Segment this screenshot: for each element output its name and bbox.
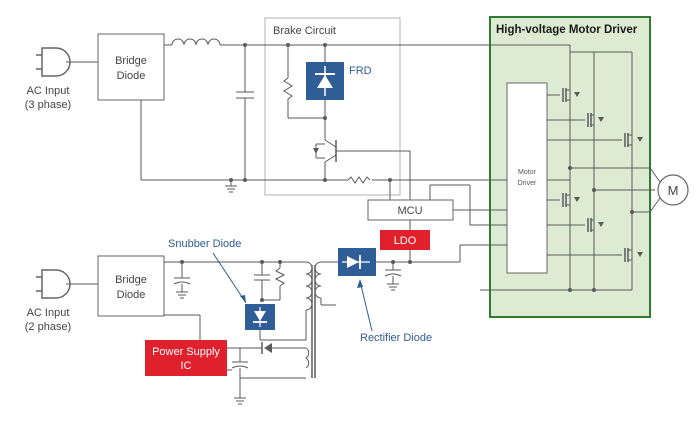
motor-driver-ic-label-line1: Motor bbox=[518, 169, 537, 176]
motor-driver-ic-label-line2: Driver bbox=[518, 180, 537, 187]
brake-circuit-title: Brake Circuit bbox=[273, 25, 336, 37]
motor-driver-region-title: High-voltage Motor Driver bbox=[496, 24, 638, 36]
motor-label: M bbox=[668, 183, 679, 198]
snubber-diode bbox=[245, 304, 275, 330]
frd-diode bbox=[306, 62, 344, 100]
sense-resistor bbox=[347, 176, 371, 184]
motor-driver-ic bbox=[506, 82, 548, 274]
mosfet-array bbox=[562, 78, 643, 262]
brake-circuit-outline bbox=[264, 17, 401, 196]
ac-plug-icon-2phase bbox=[36, 269, 98, 299]
motor-icon bbox=[657, 174, 689, 206]
bridge-diode-3phase bbox=[97, 33, 165, 101]
mcu-label: MCU bbox=[397, 205, 422, 217]
ac-input-3phase-label-line1: AC Input bbox=[27, 85, 70, 97]
gate-lines bbox=[547, 94, 622, 256]
ac-input-3phase-label-line2: (3 phase) bbox=[25, 99, 71, 111]
ac-input-2phase-label-line1: AC Input bbox=[27, 307, 70, 319]
bridge-diode-2phase-label-line1: Bridge bbox=[115, 274, 147, 286]
brake-transistor bbox=[313, 139, 345, 163]
ac-plug-icon-3phase bbox=[36, 47, 98, 77]
rectifier-diode bbox=[338, 248, 376, 276]
power-supply-ic bbox=[145, 340, 227, 376]
frd-label: FRD bbox=[349, 65, 372, 77]
ldo-block bbox=[380, 230, 430, 250]
rectifier-diode-label: Rectifier Diode bbox=[360, 332, 432, 344]
brake-resistor bbox=[283, 77, 293, 100]
bridge-diode-2phase bbox=[97, 255, 165, 317]
transformer-secondary bbox=[314, 261, 322, 299]
transformer-primary bbox=[305, 261, 313, 311]
power-supply-ic-label-line2: IC bbox=[181, 360, 192, 372]
transformer-aux bbox=[305, 347, 310, 369]
bridge-diode-3phase-label-line1: Bridge bbox=[115, 55, 147, 67]
bridge-diode-2phase-label-line2: Diode bbox=[117, 289, 146, 301]
ac-input-2phase-label-line2: (2 phase) bbox=[25, 321, 71, 333]
bridge-diode-3phase-label-line2: Diode bbox=[117, 70, 146, 82]
inductor-top bbox=[171, 38, 221, 46]
power-supply-ic-label-line1: Power Supply bbox=[152, 346, 220, 358]
snubber-diode-label: Snubber Diode bbox=[168, 238, 241, 250]
ldo-label: LDO bbox=[394, 235, 417, 247]
